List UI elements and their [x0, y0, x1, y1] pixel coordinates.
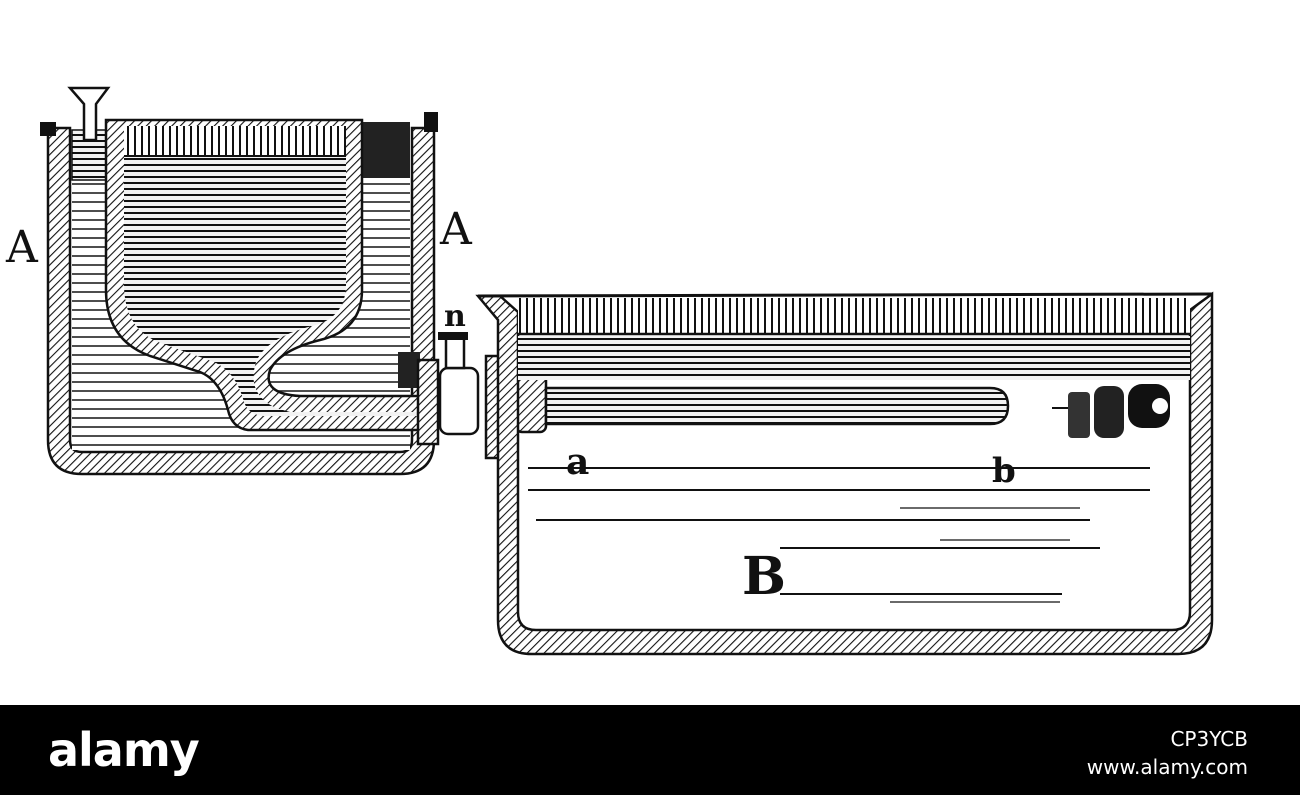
apparatus-diagram: A A n a b B: [5, 86, 1214, 656]
glass-tube: [544, 386, 1010, 426]
tap-handle: [444, 334, 466, 370]
flange-left: [416, 358, 440, 446]
vessel-a-wall: [46, 126, 436, 476]
inner-vessel-top-band: [124, 126, 346, 156]
funnel-icon: [67, 86, 111, 142]
label-tube-end: b: [992, 451, 1016, 491]
watermark-brand: alamy: [48, 723, 200, 777]
label-vessel-a-left: A: [5, 222, 39, 273]
label-vessel-a-right: A: [439, 204, 473, 255]
inner-vessel-liquid: [124, 156, 420, 416]
vessel-b-liquid-lines: [528, 467, 1150, 603]
vessel-a-rim-left: [40, 122, 56, 136]
tap-body: [438, 366, 480, 436]
vessel-b: [475, 291, 1214, 656]
vessel-a: [40, 86, 438, 476]
watermark-image-id: CP3YCB: [1170, 727, 1248, 751]
vessel-a-packing-right: [362, 122, 410, 178]
watermark-bar: alamy CP3YCB www.alamy.com: [0, 705, 1300, 795]
coupling-nut: [514, 370, 548, 434]
floating-object: [1052, 384, 1170, 438]
vessel-b-top-band: [518, 298, 1190, 334]
diagram-canvas: A A n a b B: [5, 86, 1214, 656]
label-vessel-b: B: [742, 546, 786, 607]
vessel-b-upper-liquid: [518, 336, 1190, 380]
watermark-url: www.alamy.com: [1086, 755, 1248, 779]
vessel-a-outlet-block: [398, 352, 420, 388]
label-tap: n: [444, 299, 466, 334]
label-tube-start: a: [566, 441, 589, 483]
vessel-a-rim-right: [424, 112, 438, 132]
